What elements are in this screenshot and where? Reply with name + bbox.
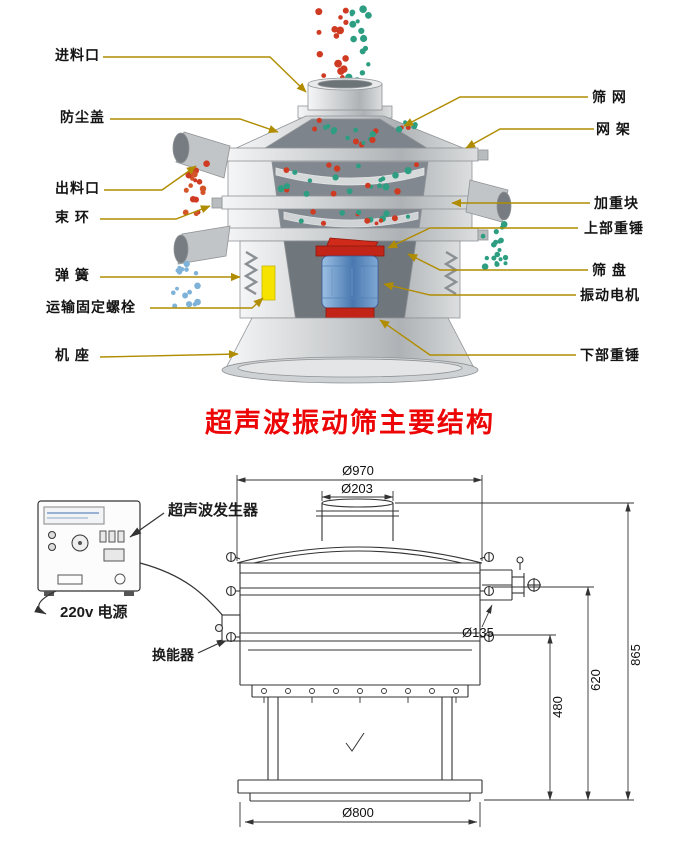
label-spring: 弹 簧 [55,267,90,283]
label-ultrasonic-generator: 超声波发生器 [168,502,259,519]
discharge-particles-lower-left [171,260,201,309]
label-discharge-port: 出料口 [55,180,100,196]
dim-base-diameter: Ø800 [342,805,374,820]
interior-particles-upper [277,162,419,197]
dimension-lines [236,475,634,827]
dim-inlet-diameter: Ø203 [341,481,373,496]
machine-illustration-svg [99,5,594,384]
label-dust-cover: 防尘盖 [60,109,105,125]
diagram-title: 超声波振动筛主要结构 [205,408,495,438]
structure-illustration: 进料口 防尘盖 出料口 束 环 弹 簧 运输固定螺栓 机 座 筛 网 网 架 加… [46,5,644,438]
dim-lower-height: 480 [550,696,565,718]
dim-top-diameter: Ø970 [342,463,374,478]
label-clamp-ring: 束 环 [55,209,90,225]
label-lower-hammer: 下部重锤 [580,347,640,363]
dimension-drawing-svg: Ø970 Ø203 865 620 480 Ø800 Ø135 [34,463,643,827]
dim-upper-height: 620 [588,669,603,691]
dimension-texts: Ø970 Ø203 865 620 480 Ø800 Ø135 [341,463,643,820]
label-vibration-motor: 振动电机 [580,287,640,303]
label-power-supply: 220v 电源 [60,604,128,621]
dimension-drawing: Ø970 Ø203 865 620 480 Ø800 Ø135 超声波发生器 2… [0,445,700,860]
machine-outline [225,498,541,802]
label-machine-base: 机 座 [55,347,90,363]
transport-bolt-highlight [261,265,276,301]
label-transport-bolt: 运输固定螺栓 [46,299,136,315]
label-sieve-tray: 筛 盘 [592,262,627,278]
feed-particles-red [315,7,349,80]
label-upper-hammer: 上部重锤 [584,220,644,236]
label-weight-block: 加重块 [594,195,639,211]
dim-flange-diameter: Ø135 [462,625,494,640]
feed-particles-green [345,5,372,85]
ultrasonic-generator-box [37,500,141,596]
label-screen-mesh: 筛 网 [592,89,627,105]
dim-total-height: 865 [628,644,643,666]
label-mesh-frame: 网 架 [596,121,631,137]
interior-particles-lower [298,209,411,226]
label-feed-inlet: 进料口 [55,47,100,63]
discharge-particles-right [480,221,509,271]
leader-lines [99,56,594,359]
machine-body [172,77,512,384]
label-transducer: 换能器 [152,647,194,663]
